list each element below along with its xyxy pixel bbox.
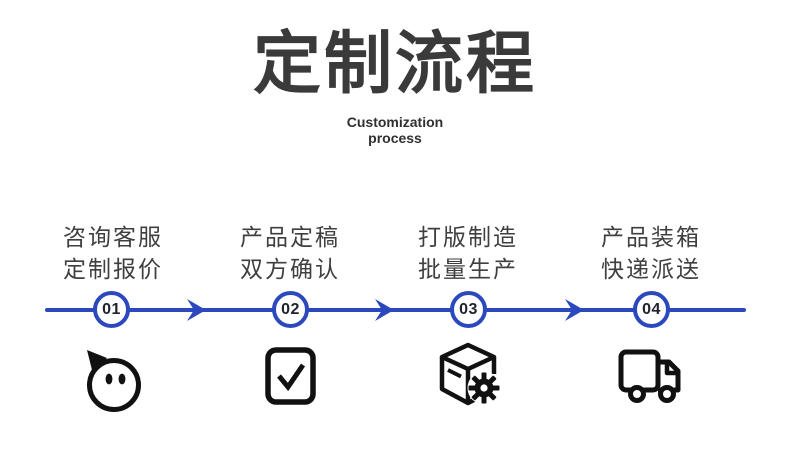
step-4-label-line-2: 快递派送 <box>601 256 701 282</box>
page-subtitle: Customization process <box>0 114 790 146</box>
timeline-arrow-icon <box>564 298 586 322</box>
step-2-number: 02 <box>281 300 300 318</box>
subtitle-line-2: process <box>368 129 422 146</box>
step-2-label-line-2: 双方确认 <box>240 256 340 282</box>
step-4-label-line-1: 产品装箱 <box>601 224 701 250</box>
page-title: 定制流程 <box>252 26 537 102</box>
step-1-number: 01 <box>102 300 121 318</box>
step-3-label-line-1: 打版制造 <box>418 224 518 250</box>
timeline-arrow-icon <box>186 298 208 322</box>
box-gear-icon <box>435 342 501 408</box>
checkmark-box-icon <box>257 344 323 410</box>
step-3-number: 03 <box>459 300 478 318</box>
step-2-number-badge: 02 <box>272 291 309 328</box>
step-3-number-badge: 03 <box>450 291 487 328</box>
step-3-label-line-2: 批量生产 <box>418 256 518 282</box>
step-1-number-badge: 01 <box>93 291 130 328</box>
step-1-label: 咨询客服 定制报价 <box>23 221 203 285</box>
step-1-label-line-2: 定制报价 <box>63 256 163 282</box>
step-4-label: 产品装箱 快递派送 <box>561 221 741 285</box>
subtitle-line-1: Customization <box>346 114 444 130</box>
timeline-arrow-icon <box>374 298 396 322</box>
step-3-label: 打版制造 批量生产 <box>378 221 558 285</box>
step-1-label-line-1: 咨询客服 <box>63 224 163 250</box>
step-4-number: 04 <box>642 300 661 318</box>
step-2-label: 产品定稿 双方确认 <box>200 221 380 285</box>
step-4-number-badge: 04 <box>633 291 670 328</box>
chat-bubble-icon <box>80 348 146 414</box>
delivery-truck-icon <box>618 344 684 410</box>
step-2-label-line-1: 产品定稿 <box>240 224 340 250</box>
timeline-line <box>45 308 746 312</box>
